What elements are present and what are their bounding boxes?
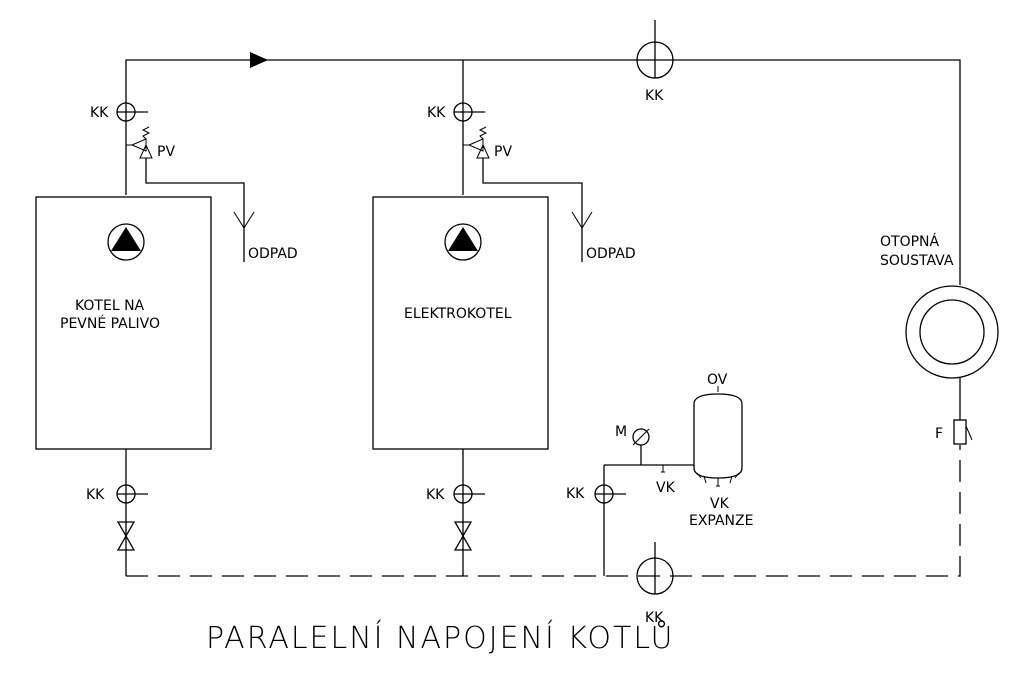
pump-icon [107,223,145,261]
main-return-valve-label: KK [645,610,664,626]
main-supply-valve [636,20,674,79]
left-supply-valve [116,102,148,122]
main-supply-valve-label: KK [645,88,664,104]
left-gate-valve-icon [116,521,136,551]
right-return-valve-label: KK [426,487,445,503]
right-supply-valve-label: KK [427,105,446,121]
left-supply-valve-label: KK [90,105,109,121]
heating-system-label-line1: OTOPNÁ [880,233,940,250]
pump-icon [444,223,482,261]
tank-vk-label: VK [710,496,730,512]
right-gate-valve-icon [453,521,473,551]
branch-vent-valve-icon [661,465,665,473]
solid-fuel-boiler-label-line2: PEVNÉ PALIVO [60,315,160,332]
expansion-branch-valve-label: KK [566,486,585,502]
tank-ov-label: OV [707,372,728,388]
filter-icon [953,419,973,445]
left-return-valve-label: KK [86,487,105,503]
left-drain-label: ODPAD [248,246,298,262]
left-safety-valve [126,126,245,228]
return-pipe [126,445,961,577]
expansion-branch-valve [594,484,626,504]
left-drain-icon [233,211,255,262]
solid-fuel-boiler-label-line1: KOTEL NA [75,298,145,314]
right-safety-valve [463,126,583,228]
diagram-title: PARALELNÍ NAPOJENÍ KOTLŮ [206,619,675,656]
branch-vent-valve-label: VK [656,480,676,496]
right-supply-valve [453,102,485,122]
flow-direction-arrow [250,52,268,68]
filter-label: F [935,426,943,442]
manometer-icon [632,428,650,465]
right-safety-valve-label: PV [494,144,512,160]
left-safety-valve-label: PV [157,144,175,160]
expansion-label: EXPANZE [689,513,753,529]
heating-system-icon [905,285,999,379]
left-return-valve [116,484,148,504]
supply-pipe [125,52,961,285]
solid-fuel-boiler [35,196,212,450]
electric-boiler-label: ELEKTROKOTEL [404,306,512,322]
right-return-valve [453,484,485,504]
main-return-valve [636,542,674,595]
expansion-tank [693,386,743,487]
electric-boiler [372,196,549,450]
manometer-label: M [615,424,627,440]
right-drain-icon [571,211,593,262]
right-drain-label: ODPAD [586,246,636,262]
heating-system-label-line2: SOUSTAVA [880,253,954,269]
